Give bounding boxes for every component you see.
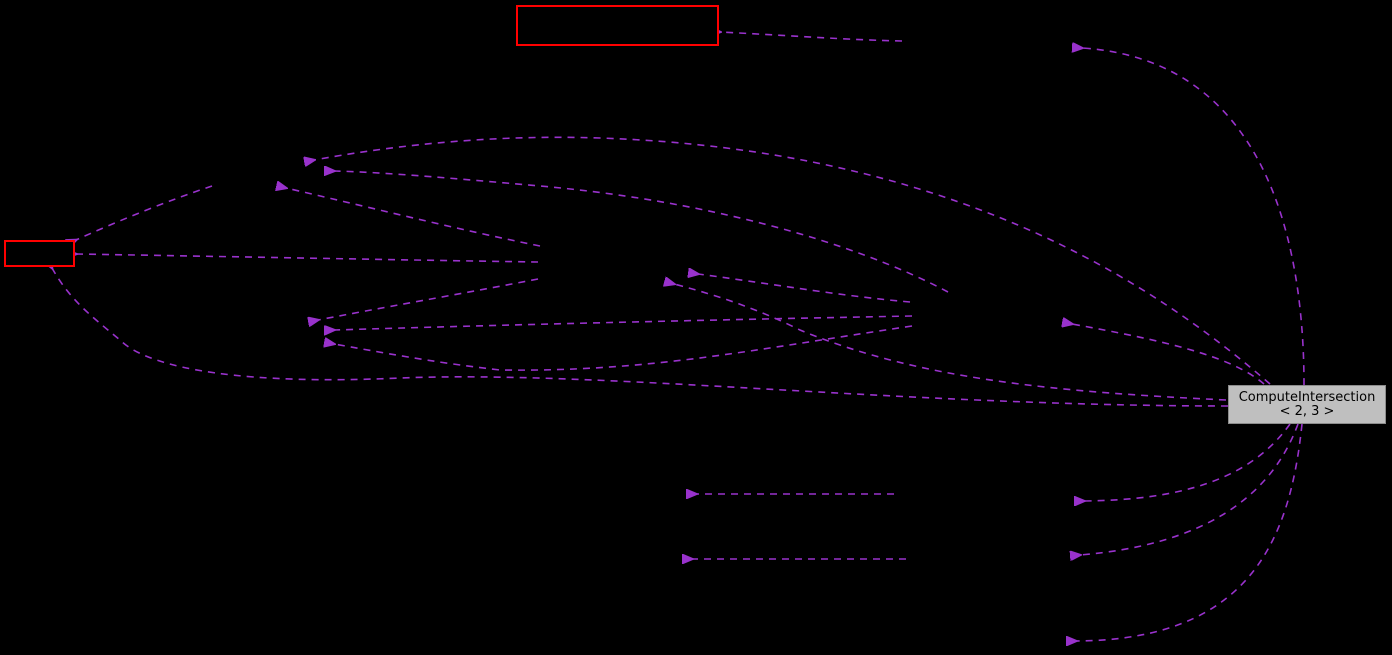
edge: [674, 284, 1227, 401]
node-label-line2: < 2, 3 >: [1279, 403, 1335, 419]
edge: [314, 136, 1271, 385]
edge: [52, 268, 1229, 407]
outlined-node-left[interactable]: [4, 240, 75, 267]
edge: [334, 171, 949, 293]
edge: [1076, 423, 1303, 641]
edge: [1072, 324, 1265, 385]
node-label-line1: ComputeIntersection: [1238, 389, 1376, 405]
edge: [286, 188, 541, 247]
edge: [76, 185, 213, 240]
edge: [1082, 48, 1305, 386]
edge: [334, 325, 913, 371]
edge: [318, 278, 539, 320]
focus-node-compute-intersection[interactable]: ComputeIntersection < 2, 3 >: [1228, 385, 1386, 424]
outlined-node-top[interactable]: [516, 5, 719, 46]
edge: [698, 274, 911, 303]
edge: [1084, 423, 1291, 501]
edge: [720, 32, 903, 42]
edge: [76, 254, 539, 263]
edge: [334, 315, 913, 330]
edge: [1080, 423, 1299, 555]
